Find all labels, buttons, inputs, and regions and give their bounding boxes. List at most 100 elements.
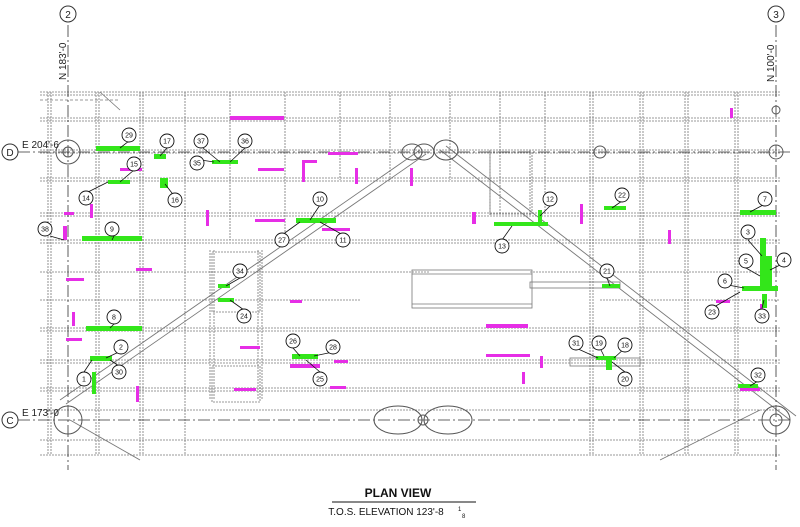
callout-number: 8 (112, 315, 116, 322)
callout-tag: 30 (111, 364, 127, 380)
callout-tag: 10 (312, 191, 328, 207)
callout-tag: 32 (750, 367, 766, 383)
grid-bubble-3: 3 (767, 5, 785, 23)
callout-bubble (740, 224, 756, 240)
callout-tag: 19 (591, 335, 607, 351)
column-foundations (53, 105, 791, 435)
callout-number: 37 (197, 139, 205, 146)
callout-tag: 16 (167, 192, 183, 208)
callout-bubble (717, 273, 733, 289)
vertical-beams (47, 92, 739, 455)
callout-tag: 17 (159, 133, 175, 149)
grid-label-row-D: D (6, 148, 13, 159)
callout-tag: 24 (236, 308, 252, 324)
grid-bubble-C: C (1, 411, 19, 429)
callout-tag: 15 (126, 156, 142, 172)
callout-number: 34 (236, 269, 244, 276)
callout-bubble (126, 156, 142, 172)
structural-framing (40, 91, 797, 461)
callout-bubble (237, 133, 253, 149)
callout-bubble (78, 190, 94, 206)
callout-bubble (113, 339, 129, 355)
member-callouts: 1234567891011121314151617181920212223242… (37, 127, 792, 387)
east-coordinate-top: E 204'-6 (22, 140, 59, 151)
callout-tag: 9 (104, 221, 120, 237)
grid-label-row-C: C (6, 416, 13, 427)
callout-number: 22 (618, 193, 626, 200)
callout-bubble (274, 232, 290, 248)
callout-number: 30 (115, 370, 123, 377)
callout-tag: 21 (599, 263, 615, 279)
callout-bubble (617, 371, 633, 387)
callout-number: 12 (546, 197, 554, 204)
callout-bubble (167, 192, 183, 208)
callout-bubble (542, 191, 558, 207)
callout-bubble (104, 221, 120, 237)
elevation-fraction-denominator: 8 (462, 514, 466, 520)
callout-bubble (111, 364, 127, 380)
callout-number: 15 (130, 162, 138, 169)
callout-tag: 37 (193, 133, 209, 149)
callout-bubble (37, 221, 53, 237)
north-coordinate-right: N 100'-0 (766, 44, 777, 82)
callout-bubble (232, 263, 248, 279)
callout-number: 21 (603, 269, 611, 276)
callout-tag: 26 (285, 333, 301, 349)
callout-bubble (335, 232, 351, 248)
callout-number: 36 (241, 139, 249, 146)
callout-tag: 34 (232, 263, 248, 279)
callout-bubble (568, 335, 584, 351)
callout-tag: 11 (335, 232, 351, 248)
callout-tag: 25 (312, 371, 328, 387)
callout-number: 2 (119, 345, 123, 352)
callout-number: 17 (163, 139, 171, 146)
callout-bubble (325, 339, 341, 355)
callout-tag: 23 (704, 304, 720, 320)
alternate-members (63, 108, 763, 402)
callout-tag: 3 (740, 224, 756, 240)
callout-bubble (76, 371, 92, 387)
callout-bubble (776, 252, 792, 268)
callout-number: 9 (110, 227, 114, 234)
callout-bubble (704, 304, 720, 320)
callout-bubble (312, 191, 328, 207)
callout-tag: 35 (189, 155, 205, 171)
east-coordinate-bottom: E 173'-0 (22, 408, 59, 419)
diagonal-bracing (59, 145, 797, 461)
horizontal-beams (40, 91, 780, 456)
central-slab (211, 151, 641, 403)
callout-tag: 14 (78, 190, 94, 206)
callout-bubble (236, 308, 252, 324)
callout-bubble (106, 309, 122, 325)
callout-tag: 33 (754, 308, 770, 324)
callout-bubble (159, 133, 175, 149)
elevation-fraction-numerator: 1 (458, 507, 462, 513)
callout-number: 6 (723, 279, 727, 286)
callout-tag: 6 (717, 273, 733, 289)
callout-tag: 4 (776, 252, 792, 268)
callout-bubble (494, 238, 510, 254)
callout-tag: 12 (542, 191, 558, 207)
callout-bubble (599, 263, 615, 279)
callout-tag: 2 (113, 339, 129, 355)
callout-number: 19 (595, 341, 603, 348)
callout-bubble (285, 333, 301, 349)
grid-label-col-3: 3 (773, 10, 779, 21)
callout-number: 23 (708, 310, 716, 317)
callout-number: 29 (125, 133, 133, 140)
callout-number: 16 (171, 198, 179, 205)
title-block: PLAN VIEW T.O.S. ELEVATION 123'-8 1 8 (328, 486, 476, 520)
callout-number: 38 (41, 227, 49, 234)
callout-bubble (614, 187, 630, 203)
grid-bubble-D: D (1, 143, 19, 161)
callout-number: 33 (758, 314, 766, 321)
callout-tag: 36 (237, 133, 253, 149)
callout-number: 13 (498, 244, 506, 251)
callout-number: 3 (746, 230, 750, 237)
callout-bubble (750, 367, 766, 383)
north-coordinate-left: N 183'-0 (58, 42, 69, 80)
callout-number: 25 (316, 377, 324, 384)
callout-number: 24 (240, 314, 248, 321)
callout-bubble (757, 191, 773, 207)
callout-tag: 29 (121, 127, 137, 143)
